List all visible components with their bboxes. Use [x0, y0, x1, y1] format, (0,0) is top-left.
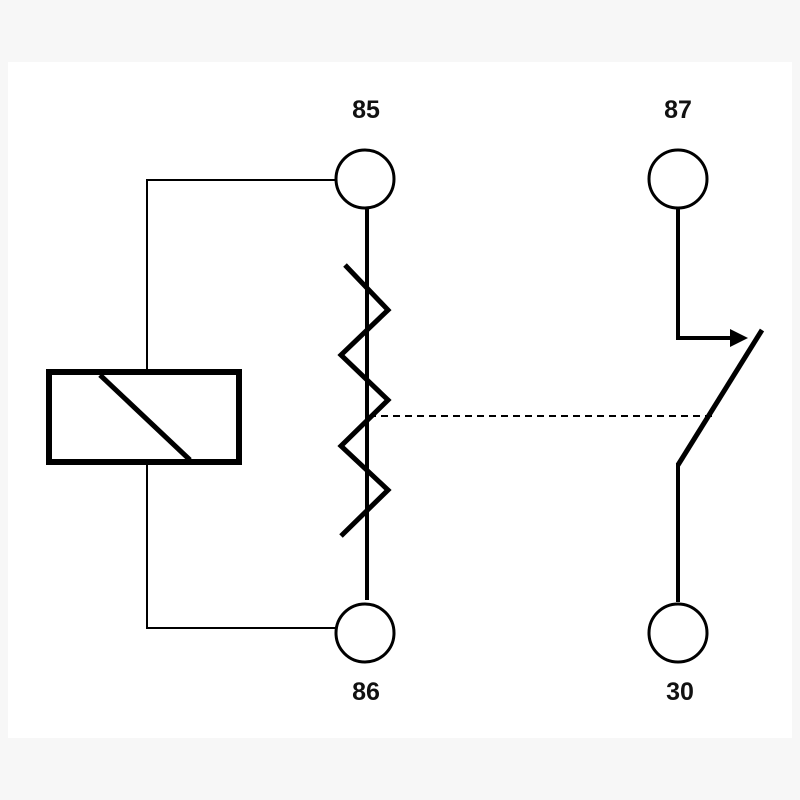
arrow-head-icon: [730, 329, 748, 347]
coil-wire-top: [146, 179, 336, 372]
terminal-85-circle: [334, 148, 396, 210]
coil-diagonal: [98, 373, 192, 462]
pin-label-85: 85: [352, 96, 380, 124]
pin-label-86: 86: [352, 678, 380, 706]
terminal-86-circle: [334, 602, 396, 664]
resistor-zigzag: [337, 263, 392, 538]
pin-label-87: 87: [664, 96, 692, 124]
terminal-30-circle: [647, 602, 709, 664]
switch-blade: [675, 328, 765, 467]
pin-label-30: 30: [666, 678, 694, 706]
terminal-87-circle: [647, 148, 709, 210]
coil-wire-bottom: [146, 462, 336, 629]
terminal-87-wire: [676, 209, 735, 340]
